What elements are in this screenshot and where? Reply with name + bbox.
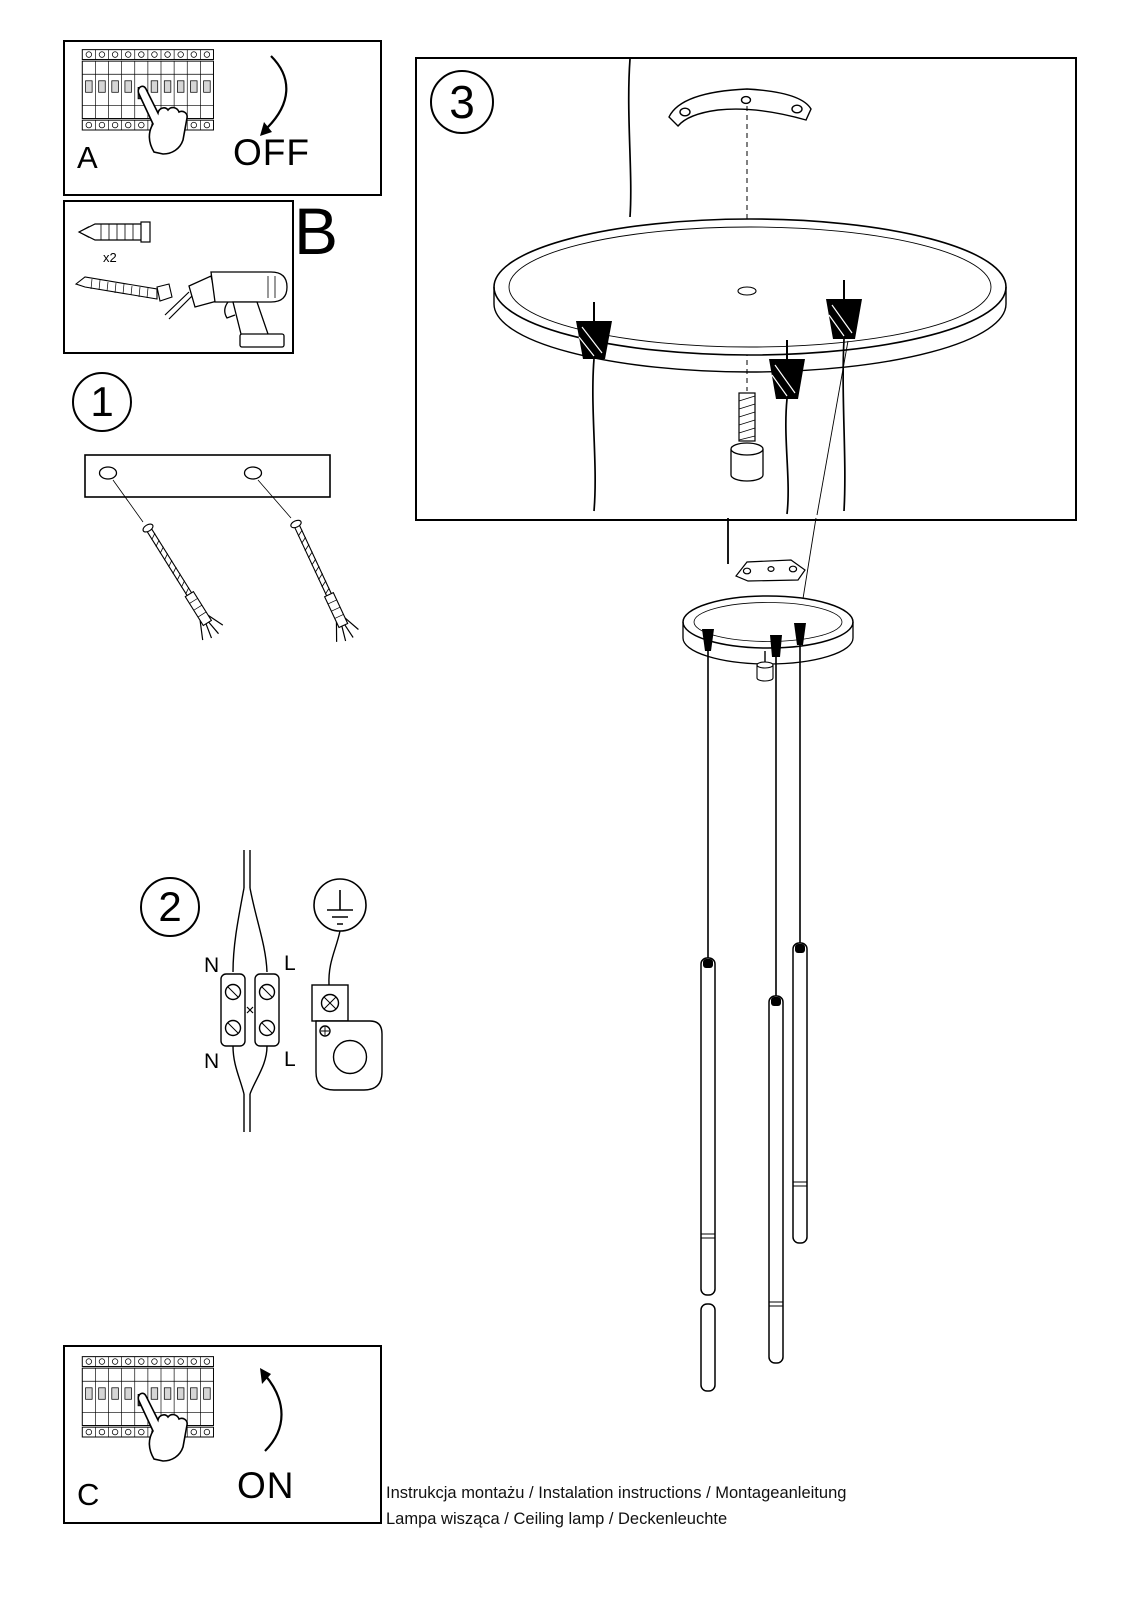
center-screw-icon: [738, 392, 756, 442]
strain-relief-cone: [576, 302, 612, 512]
pendant-lamp-illustration: [682, 517, 854, 1392]
power-off-state-label: OFF: [233, 132, 310, 173]
wire-label-n-bottom: N: [204, 1050, 219, 1073]
mains-cable-lines: [232, 850, 268, 1132]
canopy-exploded-illustration: [493, 58, 1007, 516]
wire-label-n-top: N: [204, 954, 219, 977]
footer-caption: Instrukcja montażu / Instalation instruc…: [386, 1481, 846, 1532]
pendant-tube: [792, 942, 808, 1244]
reference-line: [816, 340, 849, 516]
wall-plug-icon: [77, 221, 151, 243]
breaker-panel-icon: [81, 49, 214, 131]
power-cord-line: [627, 58, 632, 218]
drilling-illustration: x2: [74, 221, 288, 348]
cap-nut-icon: [730, 442, 764, 482]
wire-label-l-bottom: L: [284, 1048, 296, 1071]
breaker-panel-icon: [81, 1356, 214, 1438]
arrow-down-icon: [260, 55, 288, 136]
step-1-number: 1: [72, 372, 132, 432]
mounting-rail-icon: [84, 454, 331, 498]
power-on-illustration: [81, 1356, 283, 1462]
drill-icon: [164, 271, 288, 348]
step-c-label: C: [77, 1477, 100, 1512]
ground-wire: [328, 930, 341, 986]
power-off-illustration: [81, 49, 288, 155]
step-c-power-on-box: C ON: [63, 1345, 382, 1524]
wire-label-l-top: L: [284, 952, 296, 975]
anchor-quantity-label: x2: [103, 250, 117, 265]
ground-clamp-icon: [311, 984, 383, 1091]
tube-top-caps: [703, 944, 805, 1006]
screw-anchor-icon: [282, 515, 362, 646]
ground-symbol-icon: [313, 878, 367, 932]
cable-gland-cones: [702, 623, 806, 657]
arrow-up-icon: [260, 1368, 283, 1452]
step-b-label: B: [294, 194, 339, 268]
footer-line-2: Lampa wisząca / Ceiling lamp / Deckenleu…: [386, 1509, 728, 1528]
canopy-disc: [493, 218, 1007, 373]
footer-line-1: Instrukcja montażu / Instalation instruc…: [386, 1484, 847, 1502]
alignment-line: [112, 479, 292, 523]
step-b-drilling-box: x2: [63, 200, 294, 354]
step-3-number: 3: [430, 70, 494, 134]
tube-joint-lines: [701, 1181, 807, 1307]
hanger-bracket-icon: [735, 559, 806, 582]
step-2-number: 2: [140, 877, 200, 937]
mounting-bracket-icon: [668, 88, 812, 128]
screw-icon: [74, 276, 173, 302]
power-on-state-label: ON: [237, 1465, 295, 1506]
step-a-label: A: [77, 140, 98, 175]
pendant-tube: [700, 957, 716, 1296]
step-3-box: [415, 57, 1077, 521]
terminal-block-icon: [220, 973, 280, 1047]
screw-anchor-icon: [134, 518, 227, 644]
tube-tip: [700, 1303, 716, 1392]
suspension-cables: [707, 644, 801, 996]
center-cap-icon: [756, 651, 774, 682]
strain-relief-cone: [769, 340, 805, 515]
pendant-tube: [768, 995, 784, 1364]
wiring-illustration: N L N L: [204, 850, 383, 1132]
step-1-illustration: [84, 454, 362, 646]
pendant-tubes: [700, 942, 808, 1392]
step-a-power-off-box: A OFF: [63, 40, 382, 196]
strain-relief-cone: [826, 280, 862, 512]
